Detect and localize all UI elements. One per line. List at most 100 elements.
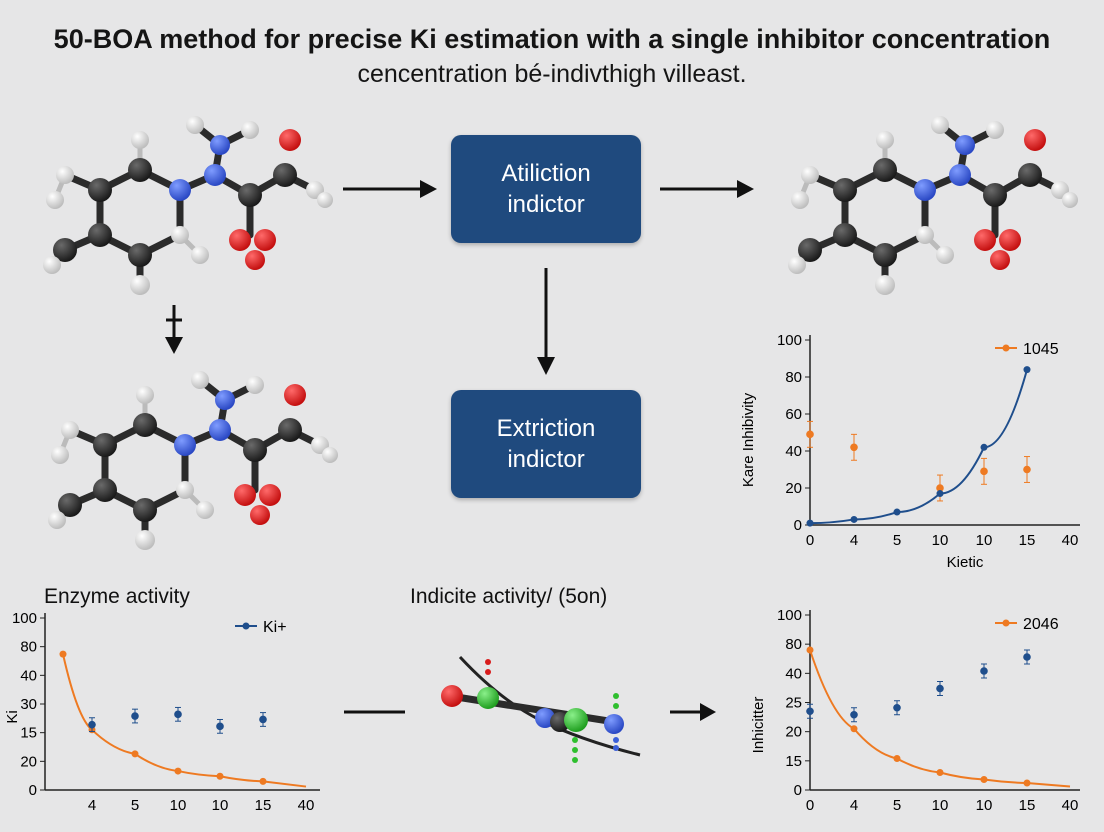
data-point xyxy=(936,684,944,693)
x-tick-label: 40 xyxy=(298,797,315,814)
y-tick-label: 60 xyxy=(785,406,802,423)
y-tick-label: 100 xyxy=(777,607,802,624)
data-point xyxy=(850,710,858,719)
data-point xyxy=(893,508,901,516)
data-point xyxy=(893,703,901,712)
arrow-to-bottom-chart-icon xyxy=(670,703,716,721)
data-point xyxy=(850,725,858,733)
y-tick-label: 20 xyxy=(785,480,802,497)
data-point xyxy=(1023,366,1031,374)
data-point xyxy=(174,767,182,775)
chart-kietic: 0 20 40 60 80 100 0 4 5 10 10 15 40 Kare InhibivityKi… xyxy=(740,332,1080,571)
x-tick-label: 0 xyxy=(806,797,814,814)
series-line xyxy=(809,649,1071,788)
data-point xyxy=(1023,653,1031,661)
y-tick-label: 80 xyxy=(785,636,802,653)
x-tick-label: 5 xyxy=(893,532,901,549)
data-point xyxy=(131,712,139,720)
y-tick-label: 100 xyxy=(777,332,802,349)
chain-molecule xyxy=(441,655,641,763)
y-tick-label: 30 xyxy=(20,696,37,713)
data-point xyxy=(1023,465,1031,474)
indicite-activity-heading: Indicite activity/ (5on) xyxy=(410,585,608,608)
x-tick-label: 0 xyxy=(806,532,814,549)
molecule-top-left xyxy=(43,116,333,295)
arrow-box-to-right-icon xyxy=(660,180,754,198)
data-point xyxy=(1023,779,1031,787)
y-tick-label: 15 xyxy=(20,725,37,742)
y-axis-label: Kare Inhibivity xyxy=(740,392,757,487)
x-tick-label: 40 xyxy=(1062,532,1079,549)
x-tick-label: 15 xyxy=(255,797,272,814)
data-point xyxy=(980,467,988,476)
data-point xyxy=(131,750,139,758)
x-tick-label: 10 xyxy=(932,532,949,549)
y-tick-label: 40 xyxy=(20,667,37,684)
x-tick-label: 15 xyxy=(1019,797,1036,814)
x-tick-label: 10 xyxy=(212,797,229,814)
legend-marker xyxy=(1002,619,1010,627)
y-tick-label: 15 xyxy=(785,753,802,770)
extriction-line1: Extriction xyxy=(496,415,596,442)
y-tick-label: 40 xyxy=(785,665,802,682)
extriction-line2: indictor xyxy=(507,446,585,473)
x-tick-label: 40 xyxy=(1062,797,1079,814)
x-tick-label: 15 xyxy=(1019,532,1036,549)
atiliction-line1: Atiliction xyxy=(501,160,591,187)
legend-label: 1045 xyxy=(1023,341,1059,358)
x-tick-label: 10 xyxy=(932,797,949,814)
atiliction-indictor-box: Atiliction indictor xyxy=(451,135,641,243)
y-tick-label: 25 xyxy=(785,695,802,712)
data-point xyxy=(936,490,944,498)
y-tick-label: 0 xyxy=(794,517,802,534)
x-tick-label: 4 xyxy=(850,797,858,814)
atiliction-line2: indictor xyxy=(507,191,585,218)
data-point xyxy=(936,769,944,776)
legend-marker xyxy=(1002,344,1010,352)
data-point xyxy=(980,443,988,451)
page-subtitle: cencentration bé-indivthigh villeast. xyxy=(357,60,747,88)
y-tick-label: 0 xyxy=(794,782,802,799)
x-tick-label: 4 xyxy=(850,532,858,549)
legend-marker xyxy=(242,622,250,630)
y-tick-label: 80 xyxy=(785,369,802,386)
data-point xyxy=(893,755,901,762)
y-tick-label: 0 xyxy=(29,782,37,799)
arrow-box-down-icon xyxy=(537,268,555,375)
enzyme-activity-heading: Enzyme activity xyxy=(44,585,190,608)
data-point xyxy=(216,722,224,731)
y-axis-label: Ki xyxy=(4,710,21,723)
y-tick-label: 20 xyxy=(785,724,802,741)
y-tick-label: 80 xyxy=(20,639,37,656)
x-tick-label: 10 xyxy=(170,797,187,814)
x-tick-label: 4 xyxy=(88,797,96,814)
data-point xyxy=(936,484,944,492)
y-tick-label: 100 xyxy=(12,610,37,627)
x-tick-label: 5 xyxy=(893,797,901,814)
arrow-left-to-box-icon xyxy=(343,180,437,198)
data-point xyxy=(806,646,814,654)
x-tick-label: 10 xyxy=(976,532,993,549)
data-point xyxy=(806,707,814,716)
data-point xyxy=(850,515,858,523)
extriction-indictor-box: Extriction indictor xyxy=(451,390,641,498)
page-title: 50-BOA method for precise Ki estimation … xyxy=(53,24,1051,54)
data-point xyxy=(88,720,96,729)
molecule-top-right xyxy=(788,116,1078,295)
series-line xyxy=(809,369,1028,525)
data-point xyxy=(216,772,224,780)
x-axis-label: Kietic xyxy=(947,554,984,571)
molecule-middle-left xyxy=(48,371,338,550)
data-point xyxy=(980,667,988,675)
x-tick-label: 10 xyxy=(976,797,993,814)
data-point xyxy=(259,777,267,785)
y-tick-label: 40 xyxy=(785,443,802,460)
legend-label: Ki+ xyxy=(263,619,287,636)
data-point xyxy=(850,443,858,452)
arrow-left-down-icon xyxy=(165,305,183,354)
data-point xyxy=(259,715,267,724)
data-point xyxy=(174,710,182,719)
